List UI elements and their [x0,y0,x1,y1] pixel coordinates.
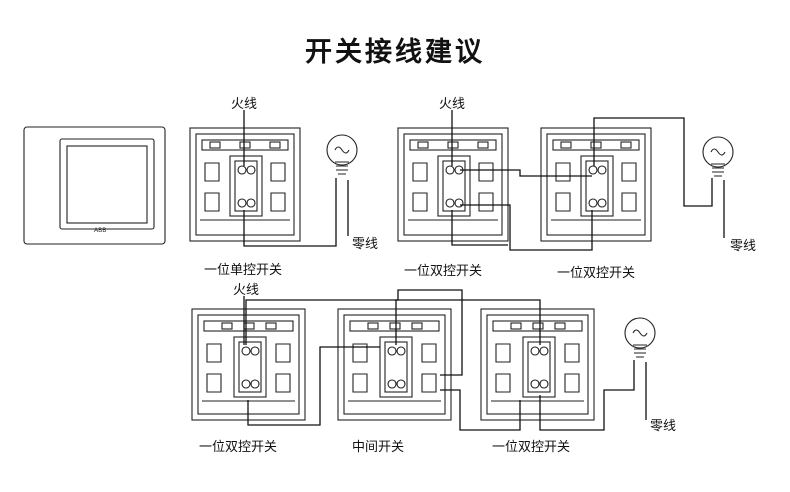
switch-two-way-top-b [540,127,652,242]
switch-single-pole [189,127,301,242]
bulb-icon [702,136,734,177]
label-neutral: 零线 [650,419,677,434]
label-live: 火线 [231,97,258,112]
bulb-icon [326,134,358,175]
switch-front-icon [23,126,166,245]
label-intermediate-switch: 中间开关 [352,440,405,455]
page-title: 开关接线建议 [305,37,485,68]
label-two-way-switch: 一位双控开关 [199,440,278,455]
switch-intermediate [337,308,452,421]
switch-two-way-top-a [397,127,509,242]
label-live: 火线 [233,283,260,298]
label-two-way-switch: 一位双控开关 [557,266,636,281]
label-neutral: 零线 [352,237,379,252]
label-two-way-switch: 一位双控开关 [404,264,483,279]
label-neutral: 零线 [730,239,757,254]
brand-logo: ABB [94,227,107,234]
label-single-pole-switch: 一位单控开关 [204,263,283,278]
bulb-icon [624,317,656,358]
switch-two-way-bottom-right [480,308,595,421]
wires [243,110,725,431]
label-live: 火线 [439,97,466,112]
label-two-way-switch: 一位双控开关 [492,440,571,455]
